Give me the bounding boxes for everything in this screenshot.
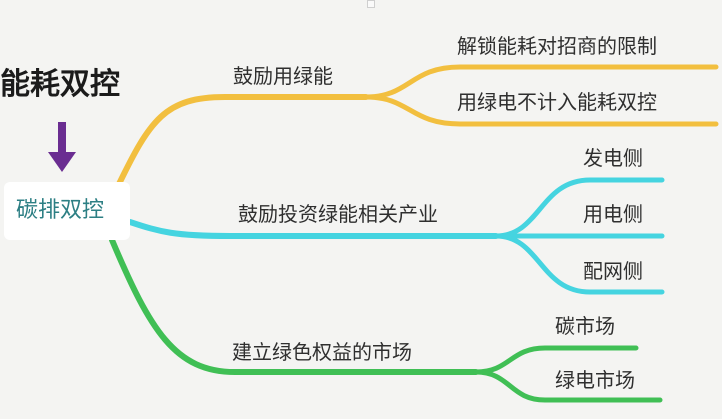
branch-label-green-energy[interactable]: 鼓励用绿能	[233, 64, 333, 88]
top-label: 能耗双控	[0, 67, 120, 102]
leaf-line	[363, 64, 719, 100]
branch-label-market[interactable]: 建立绿色权益的市场	[232, 340, 412, 364]
leaf-line	[363, 94, 719, 127]
root-node[interactable]	[4, 182, 130, 240]
leaf-label[interactable]: 用电侧	[583, 202, 643, 226]
leaf-label[interactable]: 用绿电不计入能耗双控	[457, 90, 657, 114]
down-arrow-icon	[48, 122, 76, 172]
top-marker	[367, 0, 375, 8]
leaf-label[interactable]: 发电侧	[583, 146, 643, 170]
leaf-label[interactable]: 绿电市场	[555, 368, 635, 392]
leaf-line	[493, 177, 665, 239]
branch-line-cyan	[127, 219, 499, 239]
leaf-label[interactable]: 配网侧	[583, 259, 643, 283]
branch-label-invest[interactable]: 鼓励投资绿能相关产业	[238, 202, 438, 226]
leaf-label[interactable]: 解锁能耗对招商的限制	[457, 34, 657, 58]
branch-line-yellow	[115, 94, 369, 189]
root-node-label: 碳排双控	[16, 198, 105, 223]
leaf-line	[473, 369, 663, 403]
leaf-line	[493, 233, 665, 295]
leaf-label[interactable]: 碳市场	[555, 314, 615, 338]
branch-line-green	[109, 237, 479, 375]
